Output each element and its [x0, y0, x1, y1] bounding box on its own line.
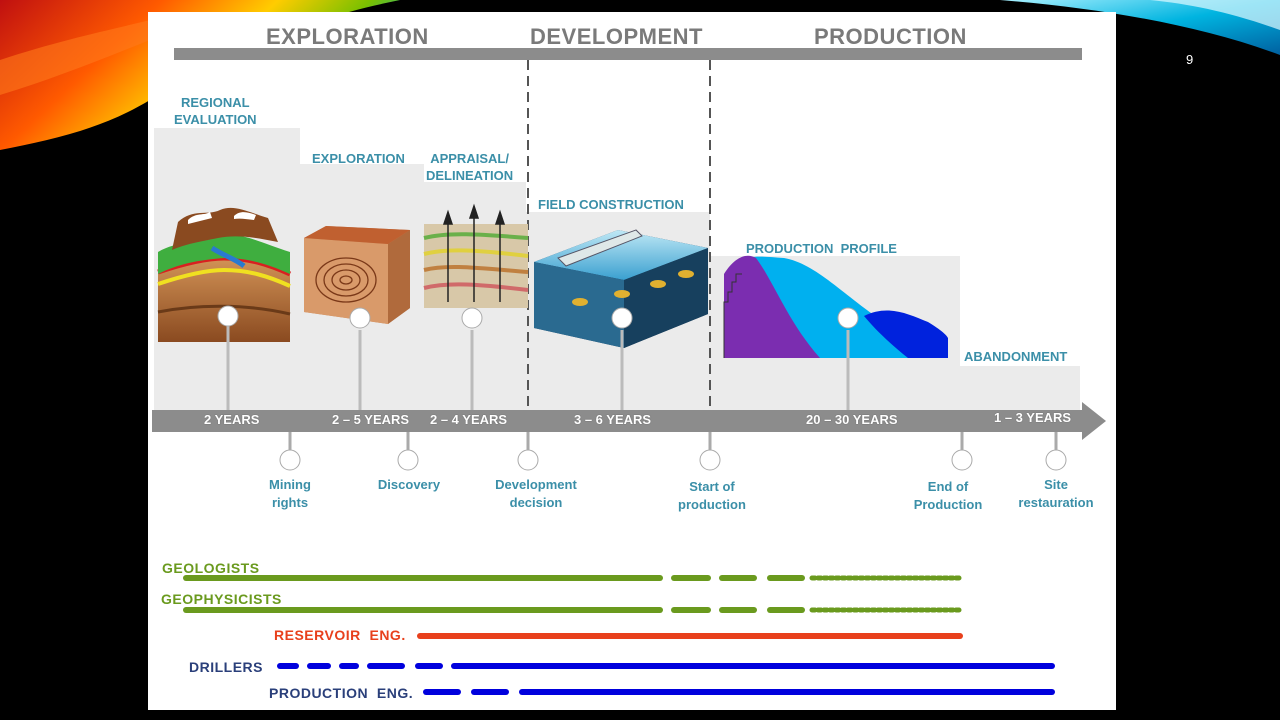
duration-abandonment: 1 – 3 YEARS — [994, 410, 1072, 425]
milestone-development-decision: Development decision — [495, 477, 577, 510]
duration-construction: 3 – 6 YEARS — [574, 412, 652, 427]
stage-label-appraisal: APPRAISAL/ DELINEATION — [426, 151, 514, 183]
role-lines — [183, 575, 1055, 695]
duration-appraisal: 2 – 4 YEARS — [430, 412, 508, 427]
production-profile-chart — [723, 255, 948, 412]
duration-exploration: 2 – 5 YEARS — [332, 412, 410, 427]
milestone-start-of-production: Start of production — [678, 479, 746, 512]
warm-swoosh-streak — [0, 20, 150, 95]
milestone-end-of-production: End of Production — [913, 479, 983, 512]
field-construction-illustration — [534, 229, 708, 412]
duration-regional: 2 YEARS — [204, 412, 260, 427]
diagram-graphics — [152, 48, 1106, 695]
phase-title-development: DEVELOPMENT — [530, 24, 703, 49]
stage-label-abandonment: ABANDONMENT — [964, 349, 1068, 364]
appraisal-illustration — [423, 203, 529, 412]
milestone-site-restauration: Site restauration — [1018, 477, 1094, 510]
slide-number: 9 — [1186, 52, 1194, 67]
stage-label-field-construction: FIELD CONSTRUCTION — [538, 197, 684, 212]
stage-label-exploration: EXPLORATION — [312, 151, 405, 166]
stage-label-regional-evaluation: REGIONAL EVALUATION — [174, 95, 257, 127]
milestone-discovery: Discovery — [377, 477, 441, 492]
exploration-illustration — [304, 226, 410, 412]
role-label-reservoir-eng: RESERVOIR ENG. — [274, 627, 406, 643]
cool-swoosh — [1000, 0, 1280, 55]
phase-bar — [174, 48, 1082, 60]
milestone-pins — [279, 432, 1067, 471]
cool-swoosh-streak — [1150, 0, 1280, 30]
stage-label-production-profile: PRODUCTION PROFILE — [746, 241, 897, 256]
diagram-panel: EXPLORATION DEVELOPMENT PRODUCTION REGIO… — [148, 12, 1116, 710]
role-label-production-eng: PRODUCTION ENG. — [269, 685, 414, 701]
role-label-geologists: GEOLOGISTS — [162, 560, 260, 576]
milestone-mining-rights: Mining rights — [269, 477, 311, 510]
role-label-drillers: DRILLERS — [189, 659, 263, 675]
phase-title-exploration: EXPLORATION — [266, 24, 429, 49]
timeline-arrow — [152, 402, 1106, 440]
phase-title-production: PRODUCTION — [814, 24, 967, 49]
duration-production: 20 – 30 YEARS — [806, 412, 898, 427]
role-label-geophysicists: GEOPHYSICISTS — [161, 591, 282, 607]
regional-illustration — [157, 207, 292, 412]
